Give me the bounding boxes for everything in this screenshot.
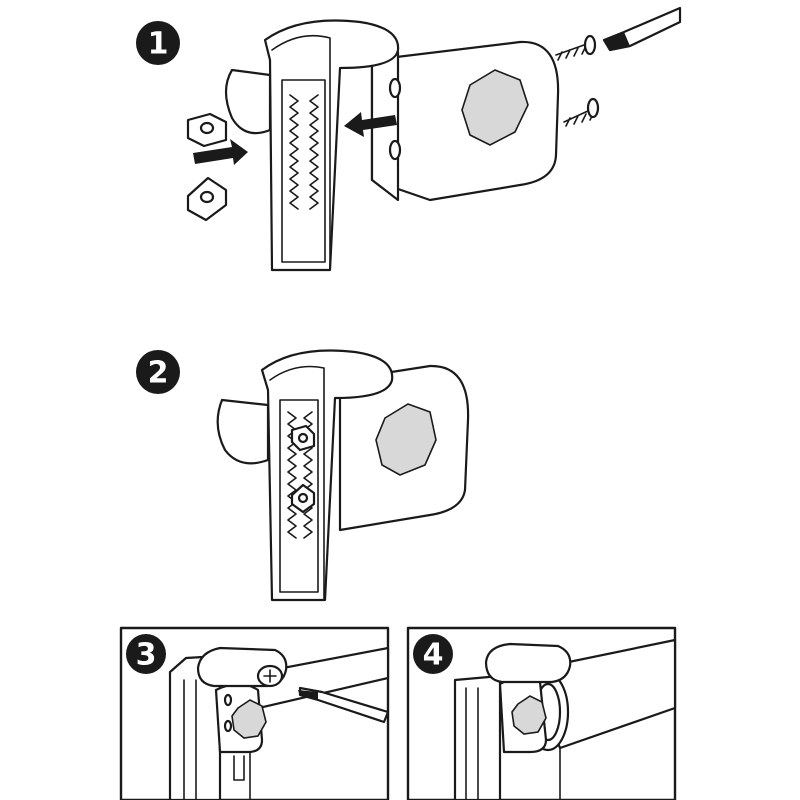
- screw-icon: [563, 97, 600, 127]
- step-number-1: 1: [148, 27, 169, 62]
- octagon-socket-icon: [375, 403, 437, 476]
- screwdriver-icon: [602, 6, 682, 52]
- octagon-socket-icon: [231, 699, 267, 739]
- octagon-socket-icon: [461, 69, 529, 146]
- step-badge-4: 4: [413, 634, 453, 674]
- square-nut-icon: [186, 112, 228, 148]
- arrow-icon: [193, 139, 248, 165]
- step-badge-2: 2: [136, 350, 180, 394]
- screwdriver-icon: [298, 686, 390, 724]
- step-number-2: 2: [148, 356, 169, 391]
- arrow-icon: [344, 112, 397, 137]
- hex-nut-icon: [186, 176, 228, 222]
- step-number-3: 3: [136, 638, 157, 673]
- step-1-figure: 1: [136, 6, 682, 272]
- step-3-figure: 3: [119, 626, 390, 800]
- hex-nut-icon: [290, 483, 316, 514]
- bracket-plate: [370, 40, 560, 202]
- screw-icon: [555, 34, 597, 61]
- step-4-figure: 4: [406, 626, 677, 800]
- step-badge-1: 1: [136, 21, 180, 65]
- square-nut-icon: [290, 424, 316, 452]
- step-number-4: 4: [423, 638, 444, 673]
- clip-bracket: [224, 19, 400, 272]
- step-2-figure: 2: [136, 349, 470, 602]
- step-badge-3: 3: [126, 634, 166, 674]
- octagon-socket-icon: [511, 695, 547, 735]
